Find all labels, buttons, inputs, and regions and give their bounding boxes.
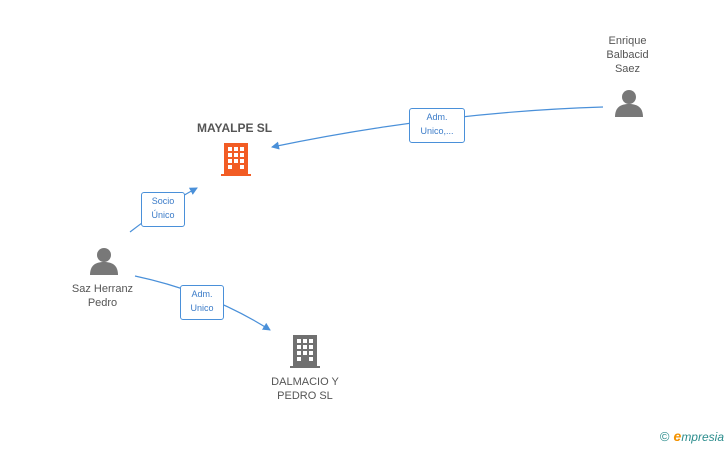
person-icon — [615, 90, 643, 117]
company-label-dalmacio[interactable]: DALMACIO Y PEDRO SL — [250, 375, 360, 403]
main-company-name[interactable]: MAYALPE SL — [197, 121, 273, 135]
company-node-dalmacio[interactable] — [289, 333, 321, 369]
building-icon — [221, 143, 251, 176]
person-icon — [90, 248, 118, 275]
copyright-icon: © — [659, 428, 670, 444]
person-name: Saz Herranz Pedro — [71, 283, 134, 309]
person-label-saz[interactable]: Saz Herranz Pedro — [50, 282, 155, 310]
relation-label-saz-dalmacio[interactable]: Adm. Unico — [180, 285, 224, 320]
person-node-saz[interactable] — [89, 246, 119, 276]
person-node-enrique[interactable] — [614, 88, 644, 118]
main-company-node[interactable] — [220, 141, 252, 177]
brand-logo: empresia — [673, 428, 724, 444]
company-name: DALMACIO Y PEDRO SL — [271, 376, 339, 402]
building-icon — [290, 335, 320, 368]
relation-label-enrique-mayalpe[interactable]: Adm. Unico,... — [409, 108, 465, 143]
brand-watermark: © empresia — [660, 428, 724, 444]
relation-label-saz-mayalpe[interactable]: Socio Único — [141, 192, 185, 227]
person-name: Enrique Balbacid Saez — [606, 35, 649, 75]
person-label-enrique[interactable]: Enrique Balbacid Saez — [580, 34, 675, 76]
